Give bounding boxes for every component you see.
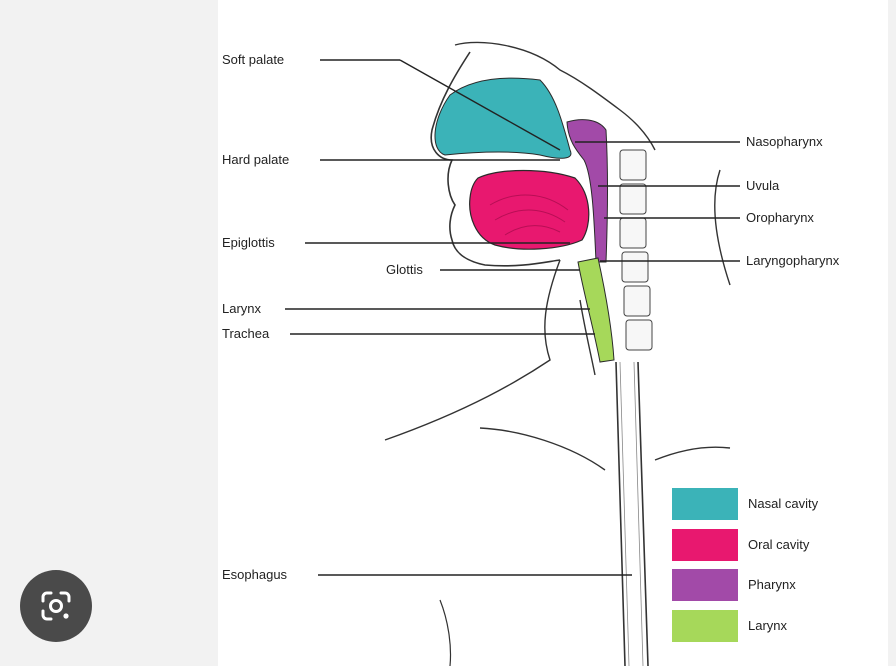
- google-lens-icon: [39, 589, 73, 623]
- legend-item-larynx: Larynx: [672, 610, 872, 642]
- legend-label: Larynx: [748, 618, 787, 633]
- label-glottis: Glottis: [386, 262, 423, 278]
- legend-label: Oral cavity: [748, 537, 809, 552]
- label-nasopharynx: Nasopharynx: [746, 134, 823, 150]
- legend-item-pharynx: Pharynx: [672, 569, 872, 601]
- neck-outline: [385, 260, 560, 440]
- legend-swatch: [672, 529, 738, 561]
- label-epiglottis: Epiglottis: [222, 235, 275, 251]
- visual-search-button[interactable]: [20, 570, 92, 642]
- legend-swatch: [672, 488, 738, 520]
- legend-label: Nasal cavity: [748, 496, 818, 511]
- label-soft-palate: Soft palate: [222, 52, 284, 68]
- label-oropharynx: Oropharynx: [746, 210, 814, 226]
- label-uvula: Uvula: [746, 178, 779, 194]
- legend-item-oral-cavity: Oral cavity: [672, 529, 872, 561]
- label-hard-palate: Hard palate: [222, 152, 289, 168]
- legend-label: Pharynx: [748, 577, 796, 592]
- larynx-region: [578, 258, 614, 362]
- label-esophagus: Esophagus: [222, 567, 287, 583]
- vertebral-column: [620, 150, 652, 350]
- label-trachea: Trachea: [222, 326, 269, 342]
- esophagus-tube: [616, 362, 648, 666]
- legend-item-nasal-cavity: Nasal cavity: [672, 488, 872, 520]
- chest-outline: [480, 428, 605, 470]
- legend-swatch: [672, 610, 738, 642]
- label-larynx: Larynx: [222, 301, 261, 317]
- label-laryngopharynx: Laryngopharynx: [746, 253, 839, 269]
- legend-swatch: [672, 569, 738, 601]
- back-of-neck: [715, 170, 730, 285]
